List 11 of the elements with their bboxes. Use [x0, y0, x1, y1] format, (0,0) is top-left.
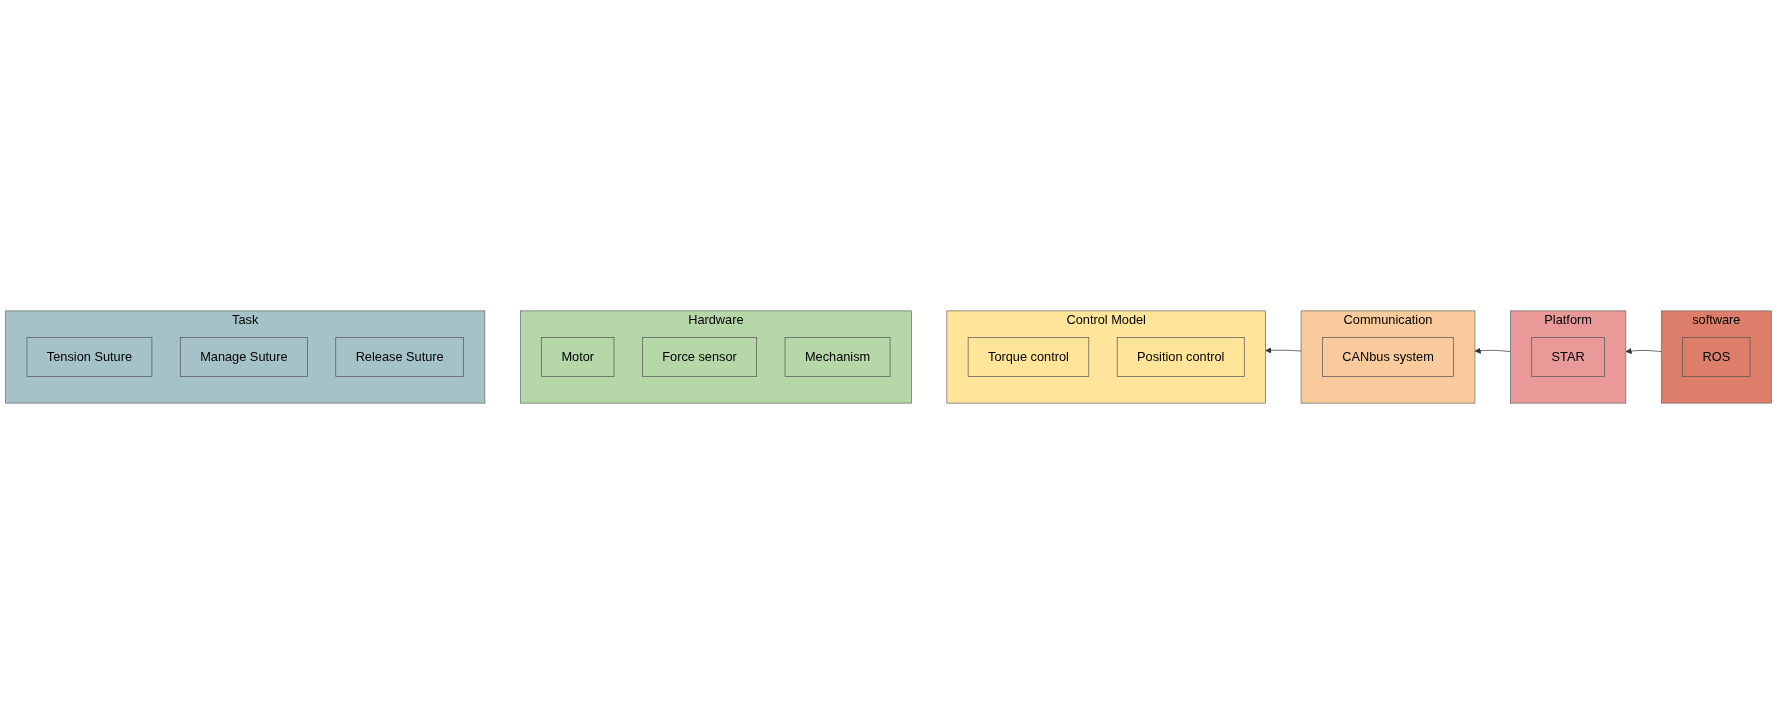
node-box: Release Suture [335, 337, 464, 377]
node-box: ROS [1682, 337, 1751, 377]
node-box: Force sensor [642, 337, 757, 377]
node-box: STAR [1531, 337, 1605, 377]
node-box: CANbus system [1322, 337, 1454, 377]
node-box: Manage Suture [179, 337, 308, 377]
node-box: Motor [541, 337, 615, 377]
node-box: Torque control [967, 337, 1090, 377]
node-box: Tension Suture [26, 337, 153, 377]
node-box: Position control [1116, 337, 1245, 377]
node-box: Mechanism [784, 337, 891, 377]
